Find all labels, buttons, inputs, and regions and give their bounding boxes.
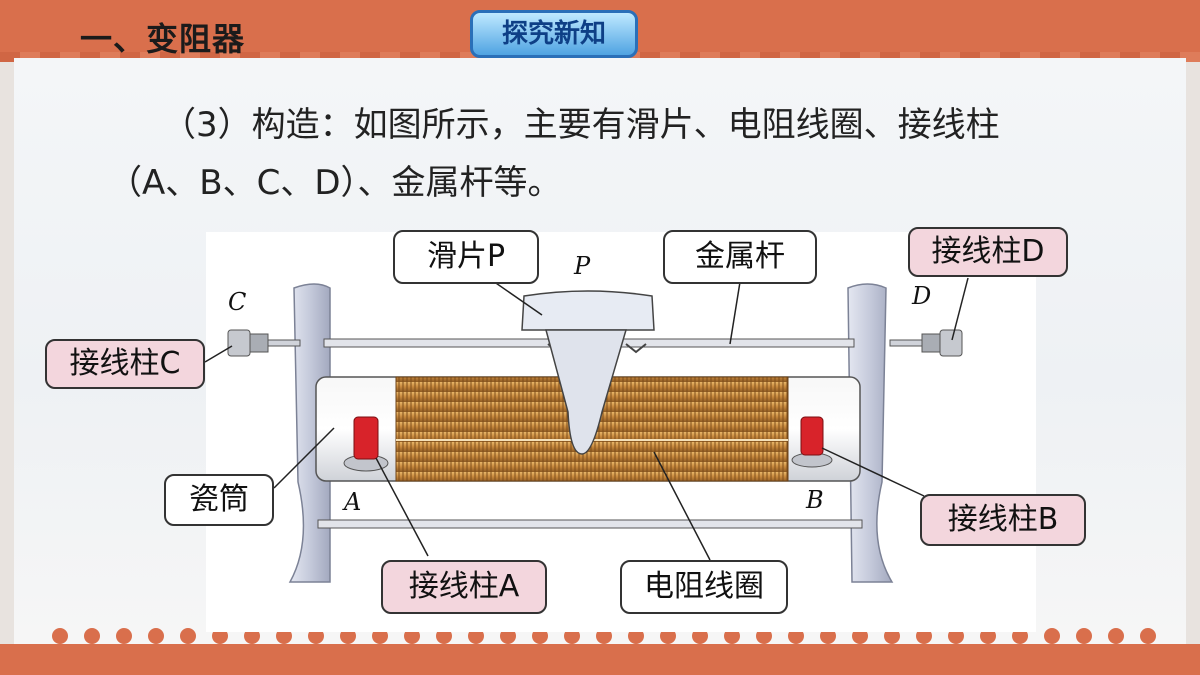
label-slider-p: 滑片P <box>393 230 539 284</box>
content-line-2: （A、B、C、D）、金属杆等。 <box>108 163 562 203</box>
label-terminal-b: 接线柱B <box>920 494 1086 546</box>
terminal-d-nut <box>921 329 963 357</box>
bottom-border <box>0 644 1200 675</box>
terminal-c-nut <box>227 329 269 357</box>
letter-a: A <box>342 488 361 516</box>
explore-badge: 探究新知 <box>470 10 638 58</box>
letter-d: D <box>911 282 931 310</box>
label-terminal-c: 接线柱C <box>45 339 205 389</box>
content-line-1: （3）构造：如图所示，主要有滑片、电阻线圈、接线柱 <box>162 105 1000 145</box>
letter-c: C <box>228 288 246 316</box>
label-porcelain-tube: 瓷筒 <box>164 474 274 526</box>
label-resistance-coil: 电阻线圈 <box>620 560 788 614</box>
rheostat-illustration: C D P A B <box>227 252 963 583</box>
label-terminal-a: 接线柱A <box>381 560 547 614</box>
label-terminal-d: 接线柱D <box>908 227 1068 277</box>
label-metal-rod: 金属杆 <box>663 230 817 284</box>
rheostat-diagram: C D P A B <box>206 232 1036 632</box>
bottom-rod <box>317 519 863 529</box>
slider-p <box>521 290 655 455</box>
dot-border <box>52 628 1156 644</box>
letter-p: P <box>573 252 591 280</box>
section-title: 一、变阻器 <box>80 20 246 58</box>
letter-b: B <box>805 486 824 514</box>
